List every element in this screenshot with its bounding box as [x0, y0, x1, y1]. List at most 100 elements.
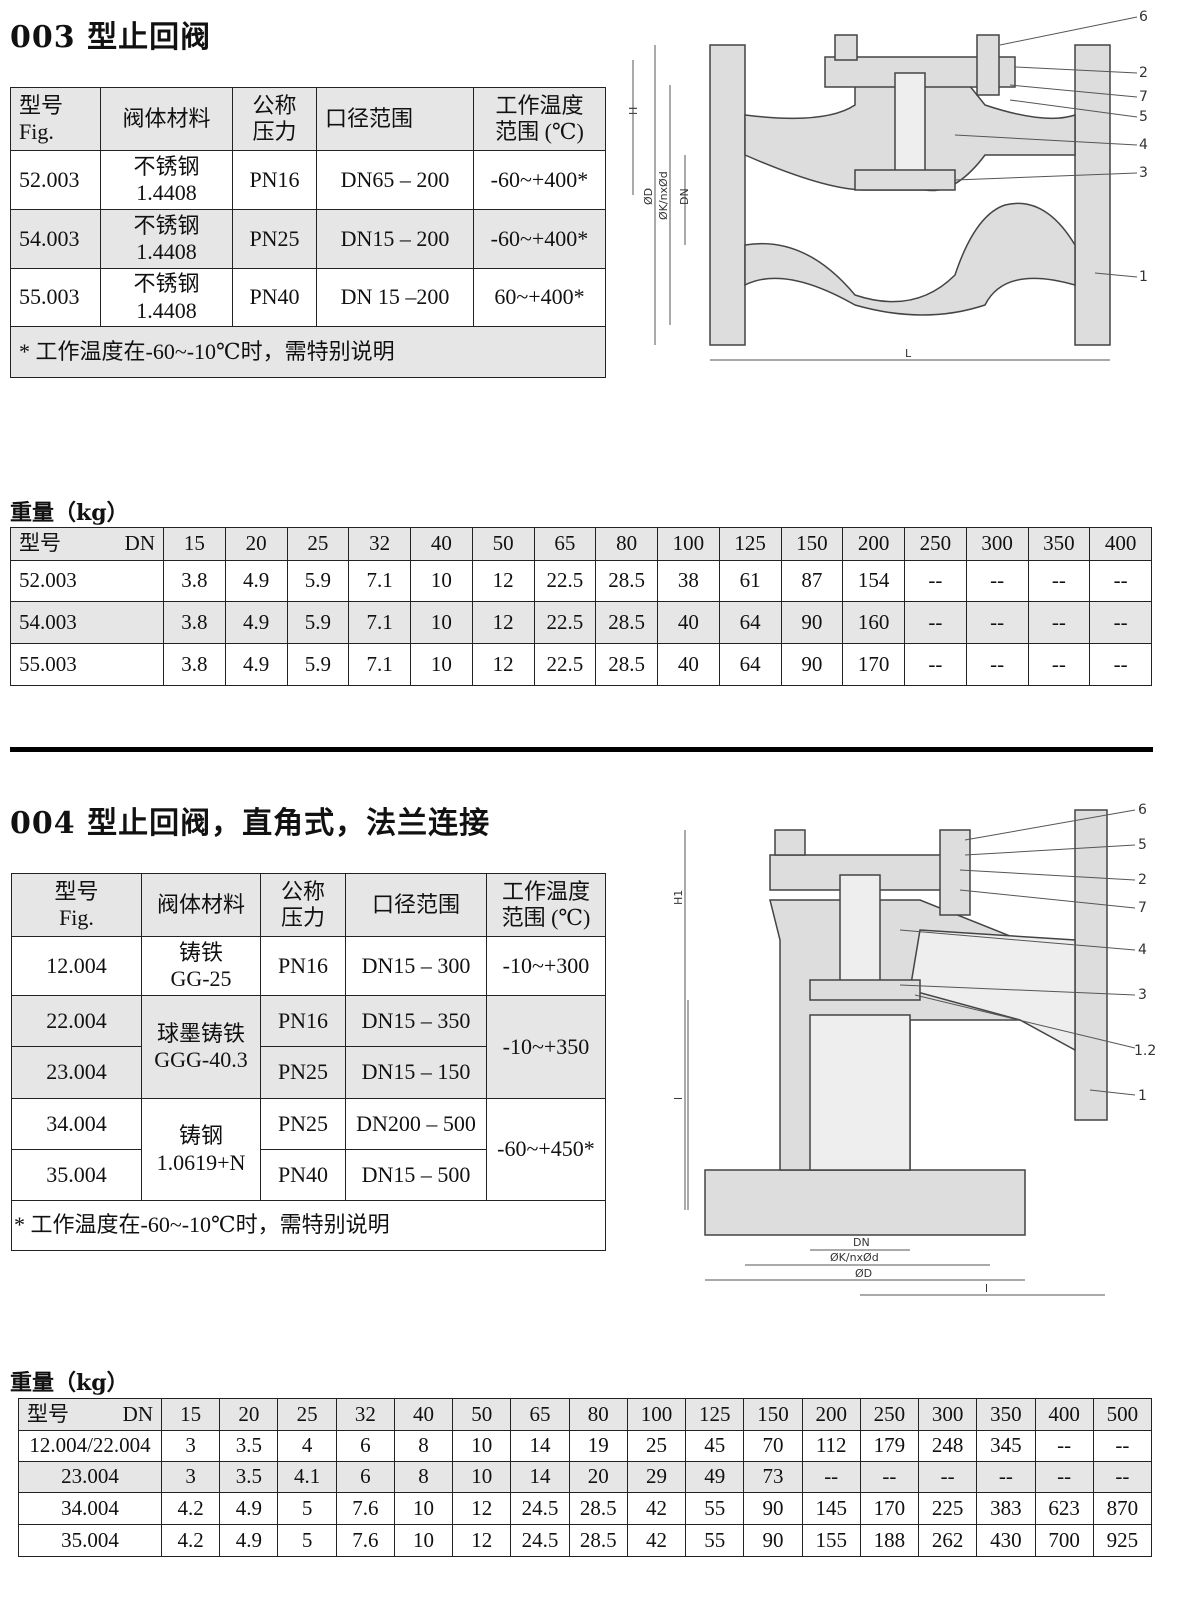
cell-weight: 3	[160, 1461, 221, 1493]
cell-weight: --	[1089, 643, 1152, 686]
weight-title-004: 重量（kg）	[10, 1370, 129, 1396]
cell-weight: 5.9	[286, 643, 350, 686]
cell-temp: -60~+450*	[486, 1098, 606, 1201]
dn-header: 80	[595, 527, 658, 561]
cell-fig: 22.004	[11, 995, 142, 1047]
cell-weight: 40	[657, 643, 720, 686]
cell-pressure: PN16	[260, 995, 346, 1047]
cell-weight: 8	[393, 1430, 454, 1462]
footnote: * 工作温度在-60~-10℃时，需特别说明	[10, 326, 606, 378]
part-label: 1.2	[1134, 1043, 1156, 1059]
cell-weight: 3.8	[163, 643, 226, 686]
dn-header: 100	[657, 527, 720, 561]
cell-fig: 35.004	[11, 1149, 142, 1201]
cell-weight: 14	[510, 1461, 570, 1493]
cell-dn: DN15 – 350	[345, 995, 487, 1047]
cell-weight: --	[1092, 1461, 1153, 1493]
cell-temp: -10~+300	[486, 936, 606, 996]
cell-weight: 28.5	[595, 643, 658, 686]
cell-weight: --	[1027, 601, 1091, 644]
cell-weight: 10	[410, 601, 473, 644]
cell-weight: 10	[410, 643, 473, 686]
cell-weight: 3	[160, 1430, 221, 1462]
cell-weight: 55	[685, 1492, 745, 1525]
cell-weight: 3.5	[219, 1430, 279, 1462]
dn-header: 150	[743, 1398, 803, 1431]
dim-l: l	[672, 1097, 685, 1100]
cell-temp: -60~+400*	[473, 150, 606, 210]
cell-model: 35.004	[18, 1524, 162, 1557]
cell-dn: DN15 – 150	[345, 1046, 487, 1099]
part-label: 3	[1139, 165, 1148, 181]
cell-weight: --	[1092, 1430, 1153, 1462]
cell-weight: 345	[976, 1430, 1036, 1462]
cell-weight: 70	[743, 1430, 803, 1462]
part-label: 4	[1139, 137, 1148, 153]
cell-weight: 7.1	[348, 643, 411, 686]
cell-weight: 14	[510, 1430, 570, 1462]
cell-weight: 12	[471, 560, 535, 602]
dn-header: 300	[918, 1398, 978, 1431]
dim-L: L	[905, 347, 912, 360]
part-label: 7	[1139, 89, 1148, 105]
cell-weight: 7.1	[348, 560, 411, 602]
cell-weight: 5.9	[286, 601, 350, 644]
cell-weight: 28.5	[595, 560, 658, 602]
dim-K: ØK/nxØd	[830, 1251, 879, 1264]
dn-header: 400	[1034, 1398, 1094, 1431]
cell-weight: 6	[335, 1430, 395, 1462]
dn-header: 25	[277, 1398, 337, 1431]
cell-weight: 90	[743, 1492, 803, 1525]
cell-weight: 29	[626, 1461, 687, 1493]
cell-pressure: PN25	[260, 1098, 346, 1150]
dim-D: ØD	[855, 1267, 872, 1280]
cell-weight: 154	[842, 560, 905, 602]
cell-weight: 623	[1034, 1492, 1094, 1525]
part-label: 3	[1138, 987, 1147, 1003]
cell-weight: 179	[859, 1430, 920, 1462]
cell-model: 54.003	[10, 601, 164, 644]
cell-weight: 87	[780, 560, 844, 602]
dn-header: 50	[452, 1398, 512, 1431]
cell-weight: --	[1089, 560, 1152, 602]
header-dn-range: 口径范围	[316, 87, 474, 151]
cell-weight: --	[965, 560, 1029, 602]
dn-header: 300	[965, 527, 1029, 561]
dn-header: 150	[780, 527, 844, 561]
cell-weight: 90	[780, 601, 844, 644]
part-label: 5	[1138, 837, 1147, 853]
cell-weight: 3.8	[163, 560, 226, 602]
header-temp: 工作温度范围 (℃)	[473, 87, 606, 151]
cell-pressure: PN25	[232, 209, 317, 269]
cell-weight: 19	[568, 1430, 628, 1462]
dn-header: 65	[533, 527, 597, 561]
cell-weight: 262	[918, 1524, 978, 1557]
cell-weight: 61	[718, 560, 782, 602]
cell-weight: 700	[1034, 1524, 1094, 1557]
cell-weight: --	[859, 1461, 920, 1493]
cell-weight: 10	[410, 560, 473, 602]
cell-temp: 60~+400*	[473, 268, 606, 327]
cell-weight: --	[1027, 643, 1091, 686]
cell-weight: --	[904, 560, 967, 602]
cell-weight: 90	[743, 1524, 803, 1557]
cell-fig: 54.003	[10, 209, 101, 269]
cell-weight: 24.5	[510, 1524, 570, 1557]
part-label: 6	[1138, 802, 1147, 818]
cell-weight: --	[1089, 601, 1152, 644]
cell-weight: 112	[801, 1430, 861, 1462]
cell-weight: 4.9	[219, 1492, 279, 1525]
cell-weight: 4.1	[277, 1461, 337, 1493]
cell-fig: 12.004	[11, 936, 142, 996]
dn-header: 250	[904, 527, 967, 561]
